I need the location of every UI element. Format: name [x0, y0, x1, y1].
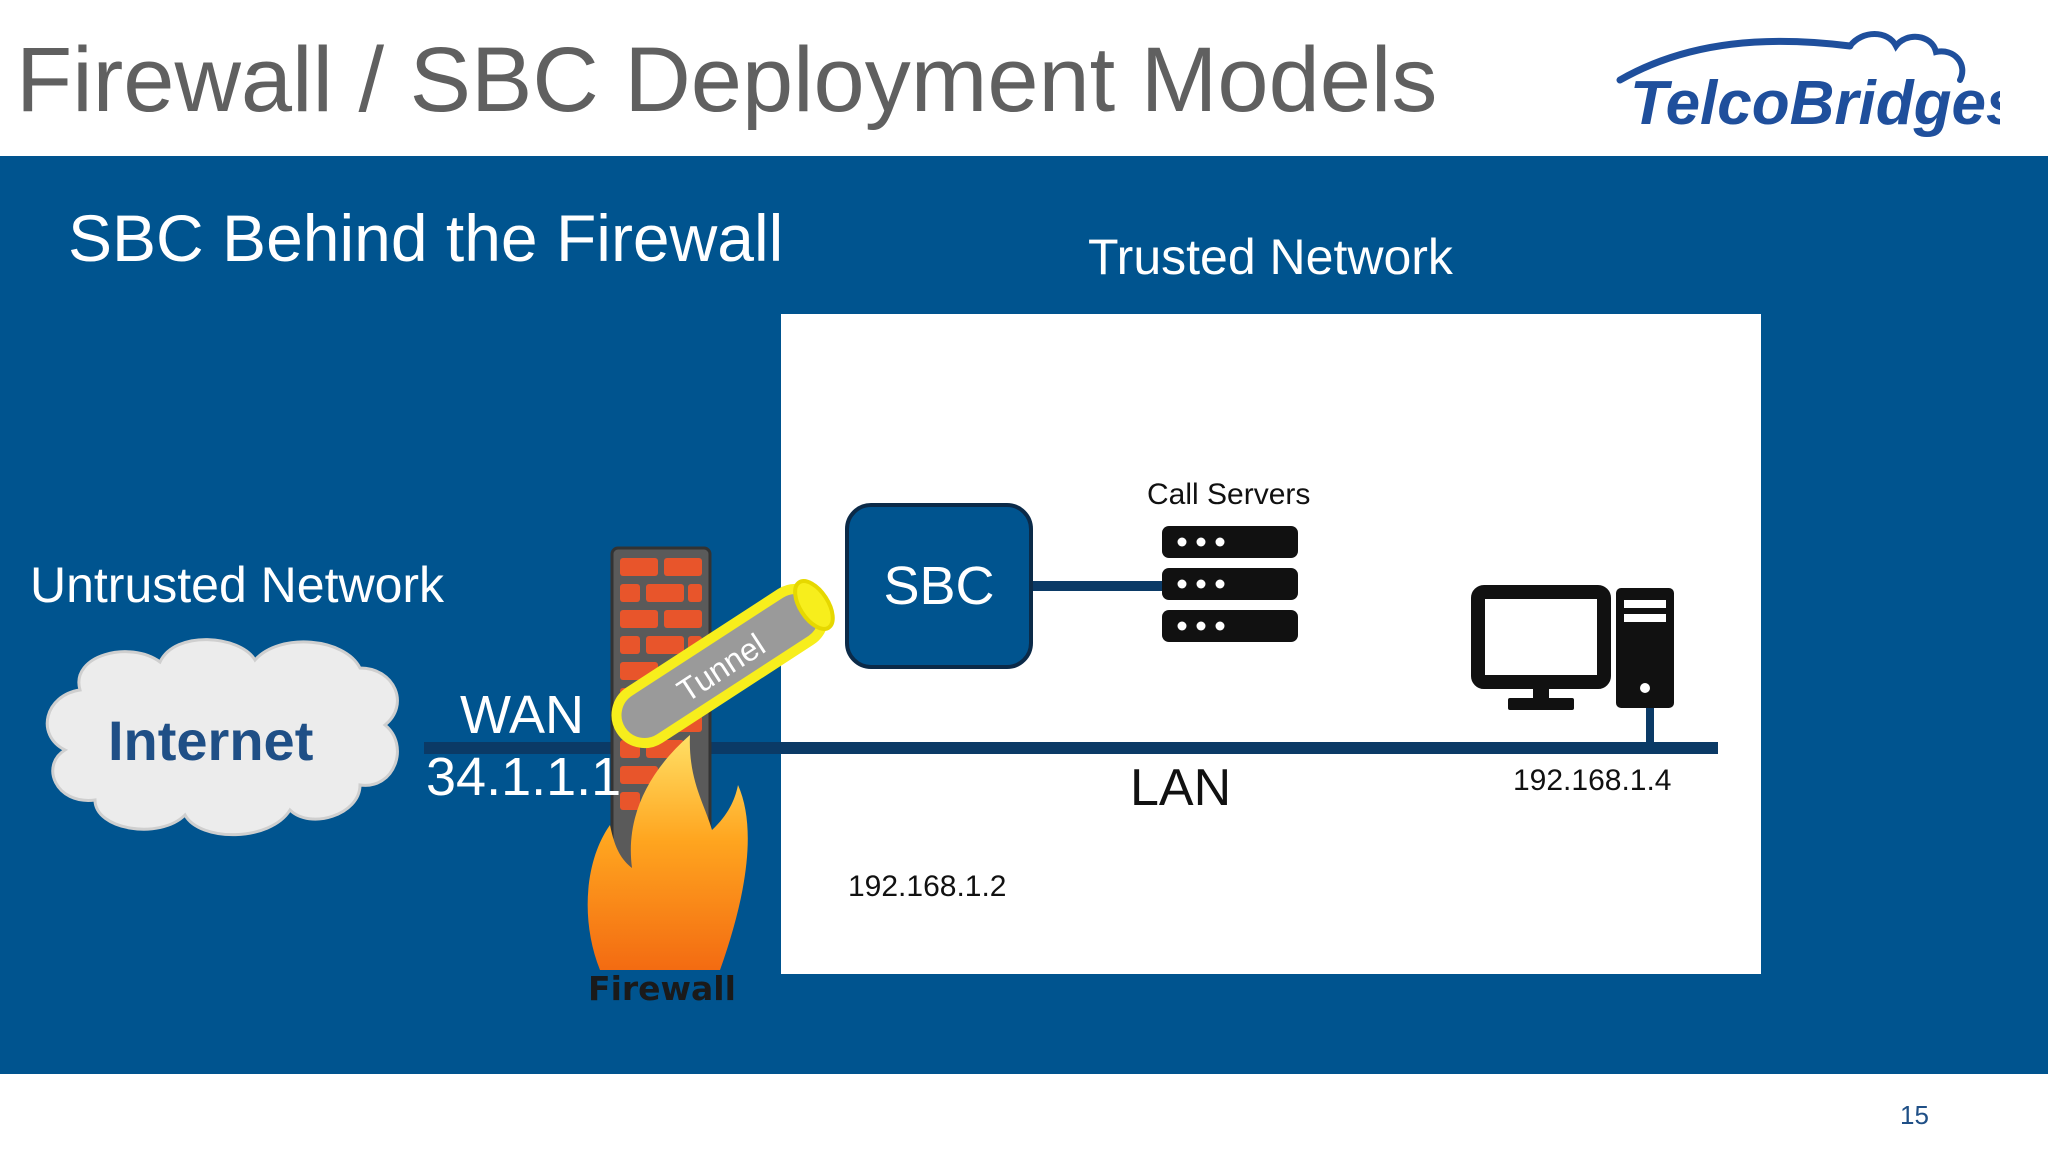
pc-ip-address: 192.168.1.4	[1513, 764, 1672, 797]
page-number: 15	[1900, 1100, 1929, 1130]
sbc-label: SBC	[883, 556, 995, 616]
cloud-icon	[45, 638, 399, 837]
untrusted-network-label: Untrusted Network	[30, 557, 445, 613]
logo-text: TelcoBridges	[1630, 69, 2000, 138]
lan-label: LAN	[1130, 759, 1232, 817]
desktop-computer-icon	[1471, 585, 1674, 710]
tunnel: Tunnel	[611, 579, 835, 749]
sbc-ip-address: 192.168.1.2	[848, 870, 1007, 903]
internet-label: Internet	[108, 709, 314, 772]
wan-label: WAN	[460, 685, 584, 745]
slide-title: Firewall / SBC Deployment Models	[16, 29, 1438, 131]
trusted-network-label: Trusted Network	[1088, 229, 1453, 285]
telcobridges-logo: TelcoBridges	[1616, 31, 2000, 138]
call-servers-label: Call Servers	[1147, 478, 1311, 511]
firewall-label: Firewall	[588, 969, 736, 1008]
slide-subtitle: SBC Behind the Firewall	[68, 201, 784, 275]
sbc-box: SBC	[845, 503, 1033, 669]
server-rack-icon	[1162, 526, 1298, 642]
wan-ip-address: 34.1.1.1	[426, 747, 622, 807]
